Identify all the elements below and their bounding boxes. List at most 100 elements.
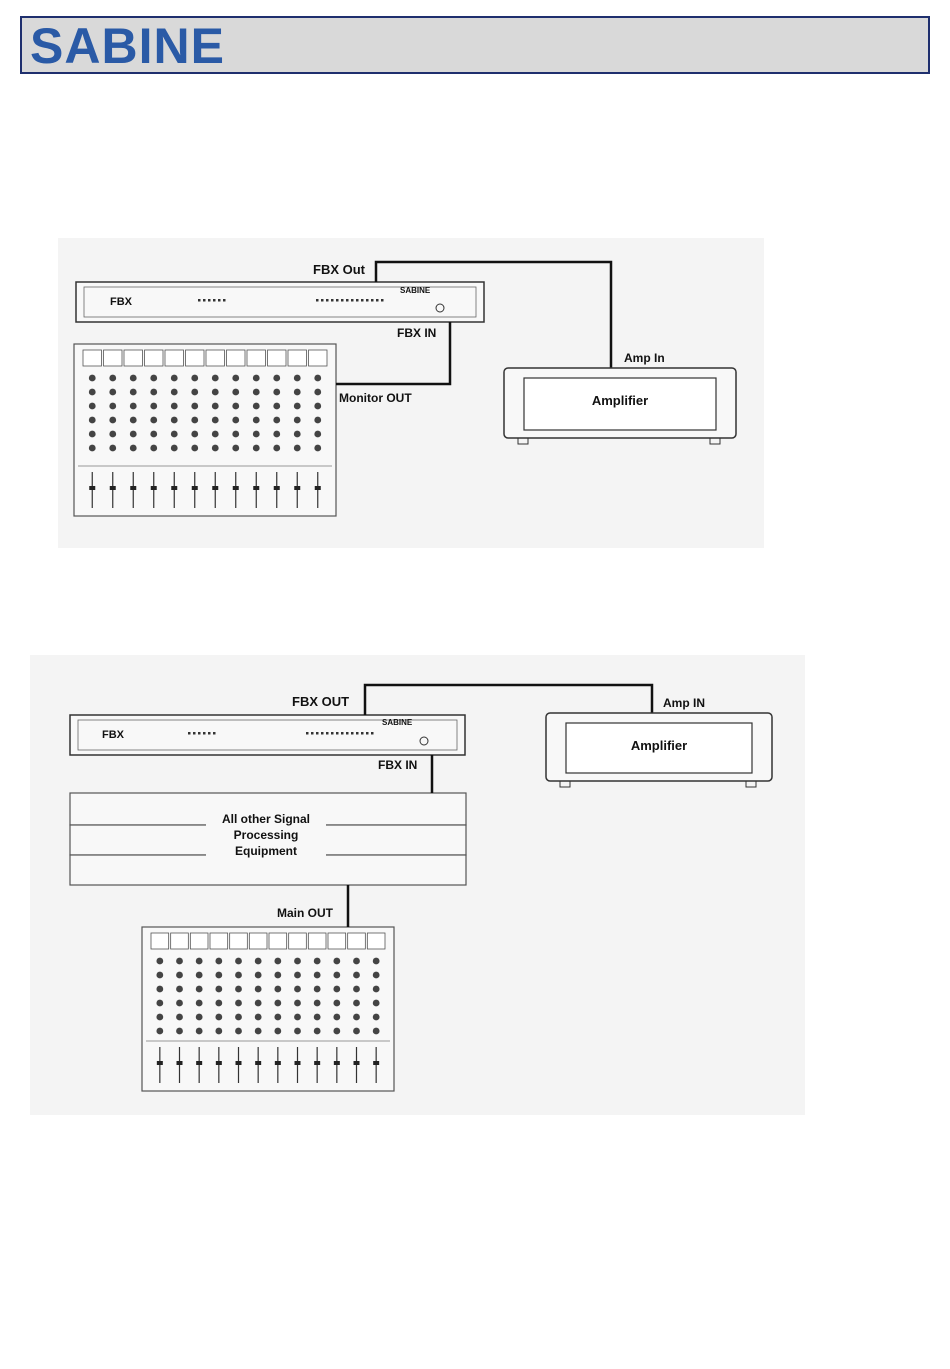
sabine-logo: SABINE bbox=[30, 20, 225, 72]
led bbox=[346, 732, 349, 735]
signal-processing-equipment: All other Signal Processing Equipment bbox=[70, 793, 466, 885]
led bbox=[208, 732, 211, 735]
knob bbox=[314, 1014, 321, 1021]
knob bbox=[212, 389, 219, 396]
fader-cap bbox=[216, 1061, 222, 1065]
knob bbox=[232, 375, 239, 382]
knob bbox=[235, 1014, 242, 1021]
knob bbox=[353, 1000, 360, 1007]
meter bbox=[206, 350, 225, 366]
meter bbox=[230, 933, 248, 949]
fbx-in-label: FBX IN bbox=[397, 326, 436, 340]
meter bbox=[268, 350, 287, 366]
led bbox=[351, 732, 354, 735]
knob bbox=[294, 389, 301, 396]
knob bbox=[274, 972, 281, 979]
fbx-model-label: FBX bbox=[110, 296, 133, 308]
knob bbox=[274, 1014, 281, 1021]
knob bbox=[373, 958, 380, 965]
knob bbox=[176, 958, 183, 965]
knob bbox=[212, 445, 219, 452]
amplifier-label-2: Amplifier bbox=[631, 738, 687, 753]
led bbox=[381, 299, 384, 302]
knob bbox=[255, 958, 262, 965]
knob bbox=[235, 986, 242, 993]
meter bbox=[83, 350, 102, 366]
led bbox=[366, 732, 369, 735]
fader-cap bbox=[373, 1061, 379, 1065]
fbx-out-label: FBX Out bbox=[313, 262, 366, 277]
knob bbox=[150, 403, 157, 410]
meter bbox=[289, 933, 307, 949]
fader-cap bbox=[294, 486, 300, 490]
knob bbox=[333, 1028, 340, 1035]
meter bbox=[151, 933, 169, 949]
knob bbox=[191, 445, 198, 452]
signal-label-line3: Equipment bbox=[235, 844, 297, 858]
knob bbox=[314, 445, 321, 452]
knob bbox=[253, 417, 260, 424]
meter bbox=[288, 350, 307, 366]
knob bbox=[109, 389, 116, 396]
knob bbox=[156, 1028, 163, 1035]
fbx-out-label-2: FBX OUT bbox=[292, 694, 349, 709]
knob bbox=[150, 431, 157, 438]
knob bbox=[314, 403, 321, 410]
led bbox=[366, 299, 369, 302]
meter bbox=[367, 933, 385, 949]
fader-cap bbox=[255, 1061, 261, 1065]
meter bbox=[328, 933, 346, 949]
knob bbox=[235, 1000, 242, 1007]
fader-cap bbox=[212, 486, 218, 490]
knob bbox=[171, 403, 178, 410]
knob bbox=[333, 972, 340, 979]
meter bbox=[309, 350, 328, 366]
knob bbox=[232, 431, 239, 438]
knob bbox=[171, 375, 178, 382]
fbx-brand-label: SABINE bbox=[400, 286, 431, 295]
knob bbox=[156, 958, 163, 965]
fader-cap bbox=[334, 1061, 340, 1065]
fader-cap bbox=[110, 486, 116, 490]
knob bbox=[191, 375, 198, 382]
led bbox=[336, 299, 339, 302]
knob bbox=[294, 1014, 301, 1021]
led bbox=[376, 299, 379, 302]
knob bbox=[273, 417, 280, 424]
knob bbox=[314, 431, 321, 438]
meter bbox=[227, 350, 246, 366]
mixing-console-2 bbox=[142, 927, 394, 1091]
fader-cap bbox=[157, 1061, 163, 1065]
fbx-brand-label-2: SABINE bbox=[382, 718, 413, 727]
knob bbox=[215, 958, 222, 965]
knob bbox=[353, 972, 360, 979]
knob bbox=[333, 986, 340, 993]
led bbox=[213, 732, 216, 735]
knob bbox=[294, 445, 301, 452]
fader-cap bbox=[130, 486, 136, 490]
knob bbox=[353, 1028, 360, 1035]
meter bbox=[249, 933, 267, 949]
knob bbox=[89, 445, 96, 452]
fader-cap bbox=[236, 1061, 242, 1065]
knob bbox=[109, 445, 116, 452]
led bbox=[203, 732, 206, 735]
knob bbox=[130, 403, 137, 410]
knob bbox=[191, 431, 198, 438]
led bbox=[188, 732, 191, 735]
led bbox=[356, 732, 359, 735]
knob bbox=[353, 986, 360, 993]
led bbox=[361, 732, 364, 735]
diagram-monitor-svg: FBX SABINE Amplifier FBX Out FBX IN Amp … bbox=[58, 238, 764, 548]
led bbox=[311, 732, 314, 735]
signal-label-line1: All other Signal bbox=[222, 812, 310, 826]
knob bbox=[215, 1000, 222, 1007]
led bbox=[341, 299, 344, 302]
knob bbox=[232, 403, 239, 410]
led bbox=[316, 732, 319, 735]
knob bbox=[156, 1000, 163, 1007]
meter bbox=[171, 933, 189, 949]
led bbox=[331, 299, 334, 302]
knob bbox=[176, 1028, 183, 1035]
led bbox=[321, 732, 324, 735]
